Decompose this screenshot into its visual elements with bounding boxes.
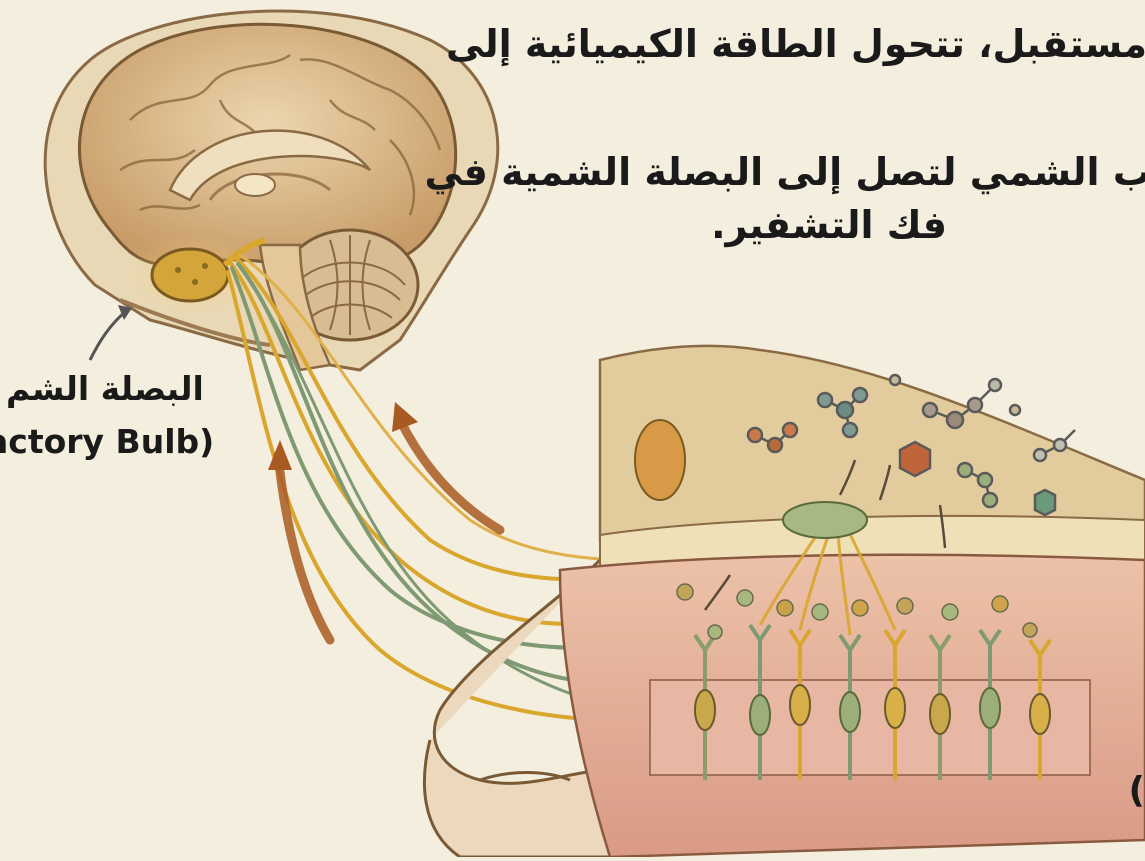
epithelial-cells bbox=[650, 680, 1090, 775]
paragraph-line-3: فك التشفير. bbox=[711, 203, 947, 247]
signal-direction-arrows bbox=[268, 402, 500, 640]
edge-text-fragment: ( bbox=[1129, 770, 1145, 811]
bulb-pointer-arrow bbox=[90, 305, 132, 360]
olfactory-bulb-label-arabic: البصلة الشم bbox=[6, 369, 204, 408]
paragraph-line-1: مستقبل، تتحول الطاقة الكيميائية إلى bbox=[446, 22, 1145, 66]
olfactory-bulb-label-english: actory Bulb) bbox=[0, 422, 214, 461]
paragraph-line-2: ب الشمي لتصل إلى البصلة الشمية في bbox=[425, 150, 1145, 194]
